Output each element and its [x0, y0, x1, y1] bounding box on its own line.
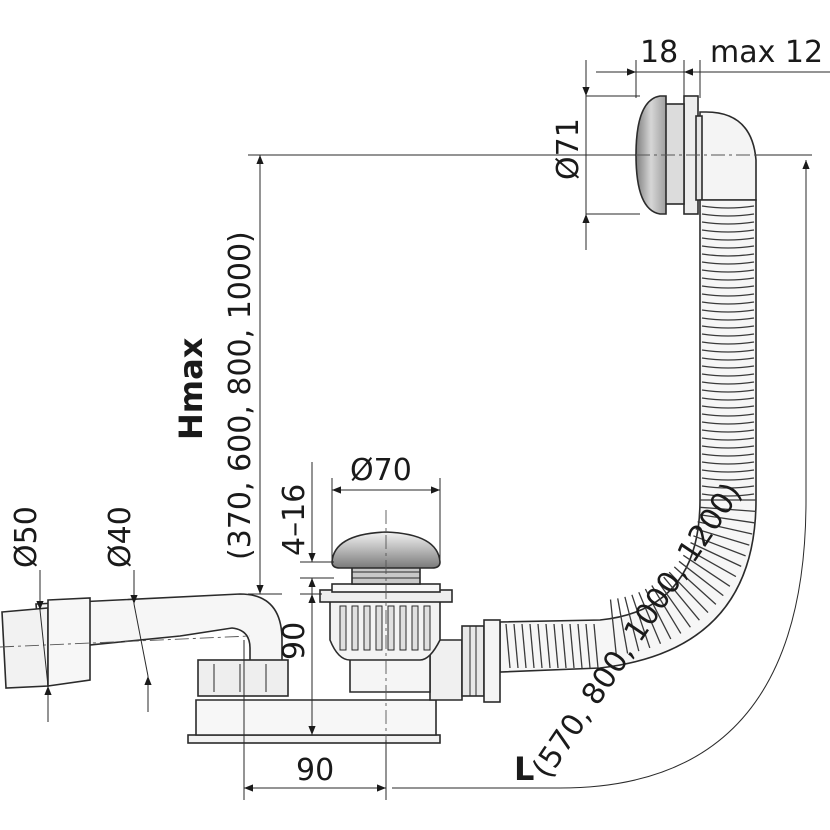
label-plug-adjust: 4–16: [277, 484, 312, 556]
hose-rib: [701, 341, 755, 345]
hose-rib: [701, 469, 755, 473]
hose-rib: [697, 521, 753, 535]
hose-rib: [698, 513, 755, 524]
label-outlet-d50: Ø50: [9, 506, 44, 568]
hose-rib: [701, 333, 755, 337]
hose-rib: [631, 594, 651, 649]
hose-rib: [701, 381, 755, 385]
label-plug-diameter: Ø70: [350, 453, 412, 488]
label-height-90: 90: [277, 622, 312, 660]
cap-rib: [423, 605, 431, 651]
hose-rib: [701, 437, 755, 441]
hose-rib: [701, 237, 755, 241]
cap-rib: [411, 605, 419, 651]
hose-rib: [701, 285, 755, 289]
hose-rib: [701, 461, 755, 465]
hose-rib: [701, 293, 755, 297]
hose-rib: [701, 221, 755, 225]
hose-rib: [577, 623, 583, 669]
hose-rib: [521, 623, 527, 669]
hose-rib: [701, 493, 755, 497]
flexible-hose: [499, 199, 757, 673]
hose-rib: [701, 389, 755, 393]
cap-rib: [387, 605, 395, 651]
hose-rib: [701, 373, 755, 377]
hose-rib: [701, 357, 755, 361]
hose-rib: [593, 623, 599, 669]
hose-rib: [701, 317, 755, 321]
hose-rib: [505, 623, 511, 669]
hose-rib: [678, 560, 724, 597]
label-hmax-title: Hmax: [172, 337, 210, 440]
cap-rib: [399, 605, 407, 651]
hose-rib: [701, 205, 755, 209]
cap-rib: [351, 605, 359, 651]
hose-rib: [701, 213, 755, 217]
hose-rib: [537, 623, 543, 669]
hose-rib: [690, 542, 742, 567]
hose-rib: [673, 566, 717, 605]
hose-rib: [701, 445, 755, 449]
hose-rib: [701, 277, 755, 281]
hose-rib: [701, 301, 755, 305]
cap-rib: [375, 605, 383, 651]
label-horizontal-90: 90: [296, 753, 334, 788]
hose-rib: [668, 571, 709, 614]
hose-rib: [701, 253, 755, 257]
hose-rib: [693, 535, 746, 557]
hose-rib: [701, 485, 755, 489]
hose-rib: [513, 623, 519, 669]
label-overflow-diameter: Ø71: [551, 118, 586, 180]
trap-body: [0, 510, 501, 760]
hose-rib: [701, 229, 755, 233]
hose-rib: [682, 554, 731, 587]
hose-rib: [657, 581, 691, 628]
hose-rib: [569, 623, 575, 669]
hose-rib: [701, 325, 755, 329]
hose-rib: [695, 528, 750, 546]
label-length-title: L: [514, 750, 534, 788]
label-overflow-thickness: 18: [640, 35, 678, 70]
hose-rib: [701, 349, 755, 353]
hose-rib: [638, 591, 662, 645]
hose-rib: [699, 506, 756, 513]
hose-rib: [617, 598, 629, 654]
cap-rib: [339, 605, 347, 651]
cap-rib: [363, 605, 371, 651]
label-hmax-values: (370, 600, 800, 1000): [223, 231, 258, 560]
label-outlet-d40: Ø40: [103, 506, 138, 568]
hose-rib: [701, 397, 755, 401]
dimension-lines: [36, 60, 830, 800]
hose-rib: [701, 245, 755, 249]
hose-rib: [701, 429, 755, 433]
label-overflow-max: max 12: [710, 35, 823, 70]
hose-rib: [701, 453, 755, 457]
hose-rib: [624, 596, 640, 652]
hose-rib: [553, 623, 559, 669]
hose-rib: [529, 623, 535, 669]
hose-rib: [701, 405, 755, 409]
hose-rib: [701, 269, 755, 273]
hose-rib: [644, 588, 672, 640]
hose-rib: [701, 477, 755, 481]
hose-rib: [701, 309, 755, 313]
hose-rib: [701, 421, 755, 425]
hose-rib: [545, 623, 551, 669]
hose-rib: [701, 413, 755, 417]
hose-rib: [561, 623, 567, 669]
hose-rib: [651, 585, 682, 634]
hose-rib: [609, 599, 617, 656]
hose-rib: [701, 261, 755, 265]
hose-rib: [663, 576, 700, 621]
hose-rib: [686, 548, 737, 578]
hose-rib: [585, 623, 591, 669]
hose-rib: [701, 365, 755, 369]
